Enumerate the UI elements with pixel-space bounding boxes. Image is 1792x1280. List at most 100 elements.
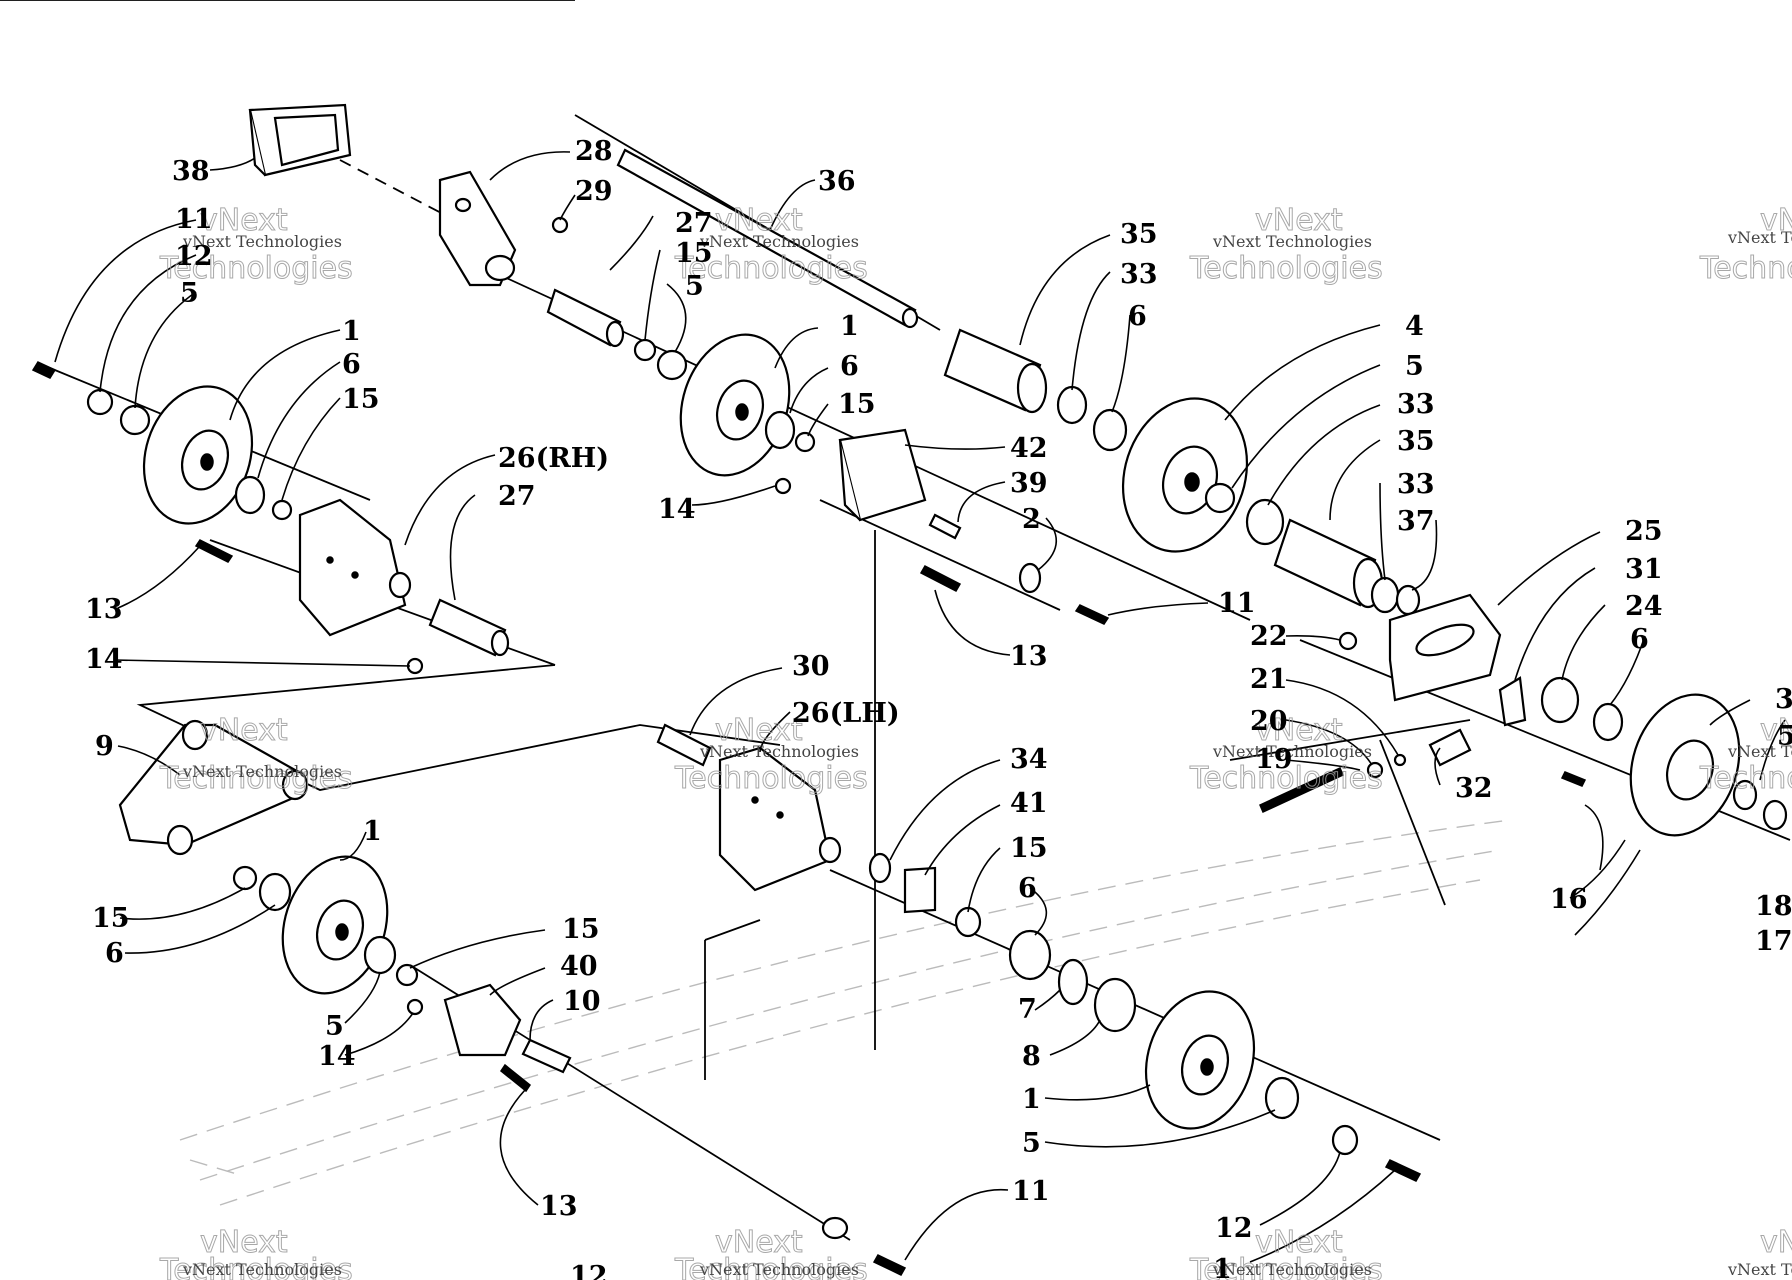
part-35-spacer-tube: [1273, 518, 1384, 609]
part-40-adjuster: [443, 983, 522, 1057]
part-11-bolt: [1074, 604, 1110, 625]
part-21-washer: [1393, 753, 1407, 767]
part-5-bearing: [656, 349, 688, 381]
svg-text:vNext Technologies: vNext Technologies: [1727, 742, 1792, 761]
callout-1: 1: [1213, 1254, 1232, 1280]
callout-26-rh: 26(RH): [498, 443, 609, 474]
part-15-washer: [271, 499, 293, 521]
part-35-spacer-tube: [943, 328, 1048, 414]
callout-15: 15: [838, 389, 876, 420]
callout-leaders: [54, 151, 1786, 1263]
callout-5: 5: [1777, 721, 1792, 752]
svg-text:Technologies: Technologies: [674, 761, 868, 796]
callout-4: 4: [1405, 311, 1424, 342]
watermark-3: vNext Technologies vNext Technologies: [1189, 203, 1384, 287]
part-30-spacer-tube: [656, 723, 712, 767]
callout-13: 13: [1010, 641, 1048, 672]
assembly-axis-lines: [0, 0, 1791, 1241]
part-26-side-plate-rh: [298, 498, 412, 637]
part-36-cross-shaft: [616, 148, 919, 329]
svg-text:Technologies: Technologies: [1189, 1253, 1383, 1280]
svg-text:Technologies: Technologies: [1699, 251, 1792, 286]
part-31-bracket: [1498, 676, 1527, 727]
part-11-bolt: [1384, 1159, 1422, 1182]
callout-11: 11: [1012, 1176, 1050, 1207]
svg-text:vNext: vNext: [1760, 203, 1792, 238]
svg-text:vNext: vNext: [200, 203, 288, 238]
part-38-mount-bracket: [248, 103, 352, 177]
callout-1: 1: [342, 316, 361, 347]
part-6-spacer: [234, 475, 266, 515]
svg-text:Technologies: Technologies: [1189, 761, 1383, 796]
svg-text:vNext Technologies: vNext Technologies: [182, 1260, 342, 1279]
callout-35: 35: [1397, 426, 1435, 457]
svg-text:vNext: vNext: [1255, 1225, 1343, 1260]
callout-12: 12: [175, 241, 213, 272]
svg-text:Technologies: Technologies: [674, 1253, 868, 1280]
callout-14: 14: [318, 1041, 356, 1072]
callout-1: 1: [363, 816, 382, 847]
part-11-bolt: [872, 1254, 907, 1276]
callout-5: 5: [1022, 1128, 1041, 1159]
callout-37: 37: [1397, 506, 1435, 537]
callout-40: 40: [560, 951, 598, 982]
callout-28: 28: [575, 136, 613, 167]
callout-36: 36: [818, 166, 856, 197]
svg-text:vNext Technologies: vNext Technologies: [699, 232, 859, 251]
svg-text:vNext Technologies: vNext Technologies: [1727, 228, 1792, 247]
callout-27: 27: [498, 481, 536, 512]
part-37-washer: [1395, 584, 1421, 616]
callout-16: 16: [1550, 884, 1588, 915]
svg-text:vNext Technologies: vNext Technologies: [1212, 232, 1372, 251]
part-33-bushing: [1370, 576, 1400, 614]
callout-8: 8: [1022, 1041, 1041, 1072]
part-20-nut: [1366, 761, 1384, 779]
svg-text:vNext: vNext: [715, 1225, 803, 1260]
callout-17: 17: [1755, 926, 1792, 957]
part-13-bolt: [919, 565, 962, 592]
part-28-pivot-arm: [438, 170, 517, 287]
part-42-slide-block: [838, 428, 927, 522]
svg-text:vNext Technologies: vNext Technologies: [182, 762, 342, 781]
callout-13: 13: [85, 594, 123, 625]
watermark-11: vNext Technologies vNext Technologies: [1189, 1225, 1384, 1280]
callout-26-lh: 26(LH): [792, 698, 900, 729]
part-12-washer: [1331, 1124, 1359, 1156]
callout-6: 6: [1630, 624, 1649, 655]
part-12-washer: [821, 1216, 849, 1240]
part-29-grease-fitting: [551, 216, 569, 234]
part-9-swing-arm: [118, 719, 309, 856]
callout-5: 5: [685, 271, 704, 302]
callout-33: 33: [1120, 259, 1158, 290]
callout-29: 29: [575, 176, 613, 207]
svg-text:Technologies: Technologies: [159, 251, 353, 286]
callout-15: 15: [92, 903, 130, 934]
callout-24: 24: [1625, 591, 1663, 622]
watermark-6: vNext Technologies vNext Technologies: [674, 713, 869, 797]
svg-text:vNext: vNext: [715, 203, 803, 238]
part-32-spacer: [1428, 728, 1472, 767]
watermark-2: vNext Technologies vNext Technologies: [674, 203, 869, 287]
svg-text:Technologies: Technologies: [1189, 251, 1383, 286]
callout-41: 41: [1010, 788, 1048, 819]
svg-text:vNext: vNext: [1760, 1225, 1792, 1260]
svg-text:vNext: vNext: [1255, 713, 1343, 748]
part-5-bearing: [1732, 779, 1758, 811]
callout-15: 15: [675, 238, 713, 269]
part-5-bearing: [1204, 482, 1236, 514]
svg-text:vNext Technologies: vNext Technologies: [699, 1260, 859, 1279]
part-24-hub: [1540, 676, 1580, 724]
callout-14: 14: [85, 644, 123, 675]
callout-6: 6: [1128, 301, 1147, 332]
part-14-nut: [406, 998, 424, 1016]
part-2-washer: [1018, 562, 1042, 594]
svg-text:Technologies: Technologies: [159, 761, 353, 796]
part-14-nut: [406, 657, 424, 675]
callout-15: 15: [562, 914, 600, 945]
callout-6: 6: [342, 349, 361, 380]
callout-20: 20: [1250, 706, 1288, 737]
part-41-bushing: [903, 866, 937, 914]
part-8-bearing: [1093, 977, 1137, 1033]
svg-text:Technologies: Technologies: [674, 251, 868, 286]
